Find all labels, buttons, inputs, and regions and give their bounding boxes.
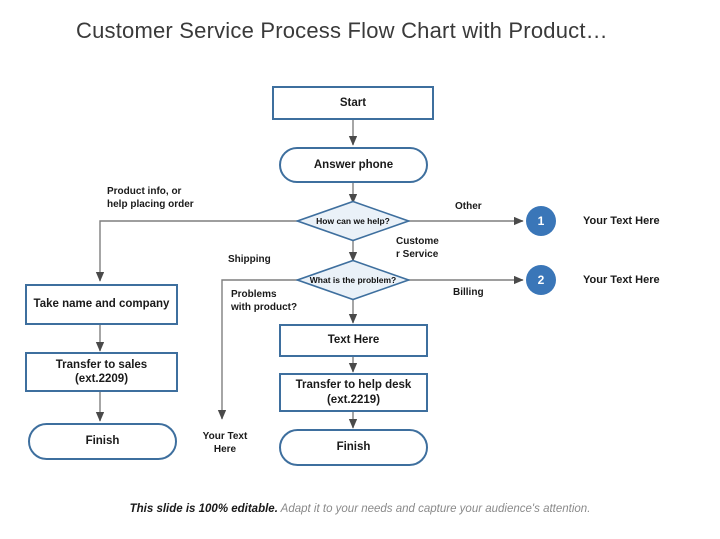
- edge-label-other: Other: [455, 201, 482, 212]
- node-finish-left[interactable]: Finish: [28, 423, 177, 460]
- bullet-1[interactable]: 1: [526, 206, 556, 236]
- bullet-1-number: 1: [537, 214, 545, 228]
- edge-label-customer-service: Custome r Service: [396, 236, 439, 260]
- node-transfer-to-help-desk-label: Transfer to help desk (ext.2219): [295, 379, 412, 406]
- edge-label-billing: Billing: [453, 287, 484, 298]
- bullet-2-text: Your Text Here: [583, 274, 660, 286]
- node-transfer-to-sales-label: Transfer to sales (ext.2209): [55, 358, 148, 385]
- node-decision-what-is-the-problem[interactable]: What is the problem?: [296, 259, 410, 301]
- node-transfer-to-help-desk[interactable]: Transfer to help desk (ext.2219): [279, 373, 428, 412]
- diamond-shape: [296, 200, 410, 242]
- node-text-here-label: Text Here: [327, 334, 380, 347]
- node-take-name-and-company-label: Take name and company: [33, 298, 170, 311]
- node-decision-how-can-we-help[interactable]: How can we help?: [296, 200, 410, 242]
- footer-note-rest: Adapt it to your needs and capture your …: [277, 503, 591, 515]
- node-finish-right-label: Finish: [336, 441, 371, 454]
- bullet-2[interactable]: 2: [526, 265, 556, 295]
- edge-label-problems-with-product: Problems with product?: [231, 289, 298, 313]
- node-start-label: Start: [339, 96, 367, 109]
- footer-note-bold: This slide is 100% editable.: [129, 503, 278, 515]
- diamond-shape: [296, 259, 410, 301]
- page-title: Customer Service Process Flow Chart with…: [76, 18, 608, 43]
- node-take-name-and-company[interactable]: Take name and company: [25, 284, 178, 325]
- node-finish-right[interactable]: Finish: [279, 429, 428, 466]
- node-text-here[interactable]: Text Here: [279, 324, 428, 357]
- bullet-2-number: 2: [537, 273, 545, 287]
- node-answer-phone[interactable]: Answer phone: [279, 147, 428, 183]
- edge-label-product-info: Product info, or help placing order: [107, 186, 194, 210]
- node-start[interactable]: Start: [272, 86, 434, 120]
- edge-label-shipping: Shipping: [228, 254, 271, 265]
- node-transfer-to-sales[interactable]: Transfer to sales (ext.2209): [25, 352, 178, 392]
- footer-note: This slide is 100% editable. Adapt it to…: [0, 503, 720, 515]
- node-answer-phone-label: Answer phone: [313, 158, 394, 171]
- bullet-1-text: Your Text Here: [583, 215, 660, 227]
- node-finish-left-label: Finish: [85, 435, 120, 448]
- edge-label-your-text-here-branch: Your Text Here: [202, 431, 248, 455]
